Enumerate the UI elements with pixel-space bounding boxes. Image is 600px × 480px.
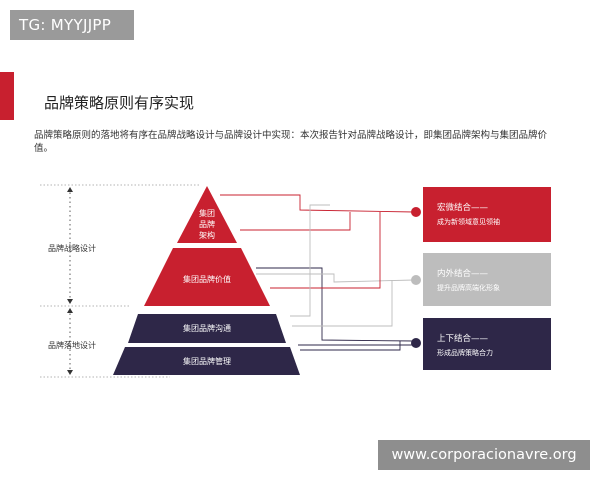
arrow-up-1: [67, 187, 73, 192]
box-inside-outside: 内外结合—— 提升品牌高端化形象: [423, 253, 551, 306]
accent-bar: [0, 72, 14, 120]
connector-dot-navy: [411, 338, 421, 348]
box-title: 宏微结合——: [437, 203, 489, 213]
connector-line: [256, 273, 415, 283]
box-title: 上下结合——: [437, 334, 489, 344]
pyramid-label-4: 集团品牌管理: [183, 357, 231, 366]
intro-text: 品牌策略原则的落地将有序在品牌战略设计与品牌设计中实现：本次报告针对品牌战略设计…: [34, 130, 548, 154]
pyramid-label-2: 集团品牌价值: [183, 275, 231, 284]
box-desc: 提升品牌高端化形象: [437, 284, 500, 292]
watermark-tag: TG: MYYJJPP: [10, 10, 134, 40]
arrow-up-2: [67, 308, 73, 313]
connector-line: [220, 194, 415, 213]
pyramid-layer-4: [113, 347, 300, 375]
pyramid-label-3: 集团品牌沟通: [183, 324, 231, 333]
connector-line: [240, 212, 351, 231]
connector-dot-grey: [411, 275, 421, 285]
page-title: 品牌策略原则有序实现: [44, 94, 195, 112]
box-desc: 形成品牌策略合力: [437, 349, 493, 357]
connector-dot-red: [411, 207, 421, 217]
box-macro-micro: 宏微结合—— 成为新领域意见领袖: [423, 187, 551, 242]
side-label-strategy: 品牌战略设计: [48, 244, 96, 253]
pyramid-label-1: 集团品牌架构: [199, 209, 215, 240]
box-title: 内外结合——: [437, 269, 489, 279]
connector-line: [300, 341, 401, 351]
pyramid-layer-1: [177, 186, 237, 243]
pyramid-layer-2: [144, 248, 270, 306]
arrow-down-2: [67, 370, 73, 375]
connector-line: [290, 204, 330, 317]
box-desc: 成为新领域意见领袖: [437, 218, 500, 226]
connector-line: [292, 280, 393, 327]
connector-line: [256, 267, 415, 342]
arrow-down-1: [67, 299, 73, 304]
side-label-landing: 品牌落地设计: [48, 341, 96, 350]
pyramid-layer-3: [128, 314, 286, 343]
box-top-bottom: 上下结合—— 形成品牌策略合力: [423, 318, 551, 370]
connector-line: [270, 212, 381, 289]
watermark-url: www.corporacionavre.org: [378, 440, 590, 470]
